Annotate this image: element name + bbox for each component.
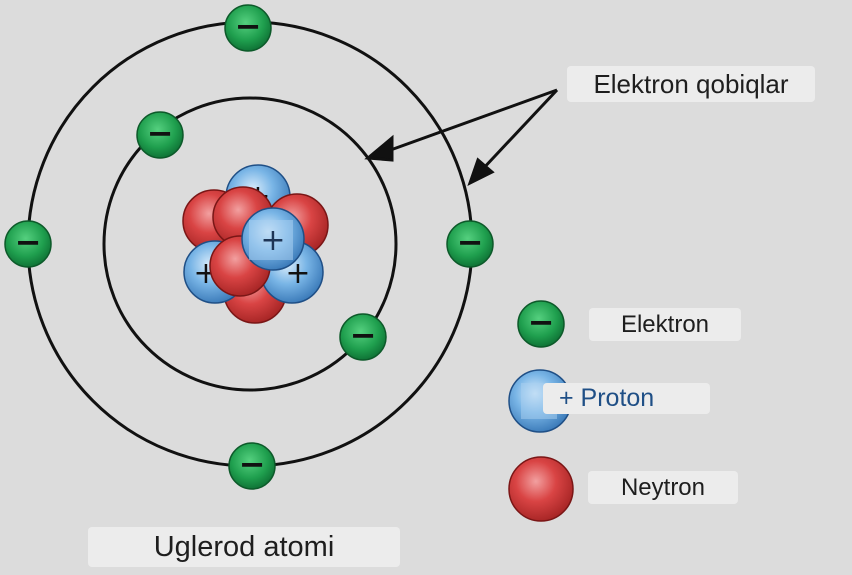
electrons: − − − − − − xyxy=(4,4,494,490)
legend-proton-label: + Proton xyxy=(543,383,710,414)
outer-shell-electron: − xyxy=(224,4,272,52)
legend-neutron-label: Neytron xyxy=(588,471,738,504)
outer-shell-electron: − xyxy=(4,220,52,268)
outer-shell-electron: − xyxy=(228,442,276,490)
proton: + xyxy=(241,207,305,271)
legend-electron-label: Elektron xyxy=(589,308,741,341)
legend-electron-marker: − xyxy=(517,300,565,348)
inner-electron-shell xyxy=(102,96,398,392)
electron-sign: − xyxy=(235,7,262,45)
shell-pointer-arrows xyxy=(364,88,559,186)
electron-sign: − xyxy=(457,223,484,261)
electron-sign: − xyxy=(350,316,377,354)
proton-sign: + xyxy=(260,223,285,258)
diagram-title: Uglerod atomi xyxy=(88,527,400,567)
electron-sign: − xyxy=(147,114,174,152)
electron-sign: − xyxy=(528,303,555,341)
nucleus: + + + + xyxy=(182,164,329,324)
legend-neutron-marker xyxy=(508,456,574,522)
electron-sign: − xyxy=(239,445,266,483)
inner-shell-electron: − xyxy=(136,111,184,159)
inner-shell-electron: − xyxy=(339,313,387,361)
electron-shells-label: Elektron qobiqlar xyxy=(567,66,815,102)
electron-sign: − xyxy=(15,223,42,261)
outer-shell-electron: − xyxy=(446,220,494,268)
